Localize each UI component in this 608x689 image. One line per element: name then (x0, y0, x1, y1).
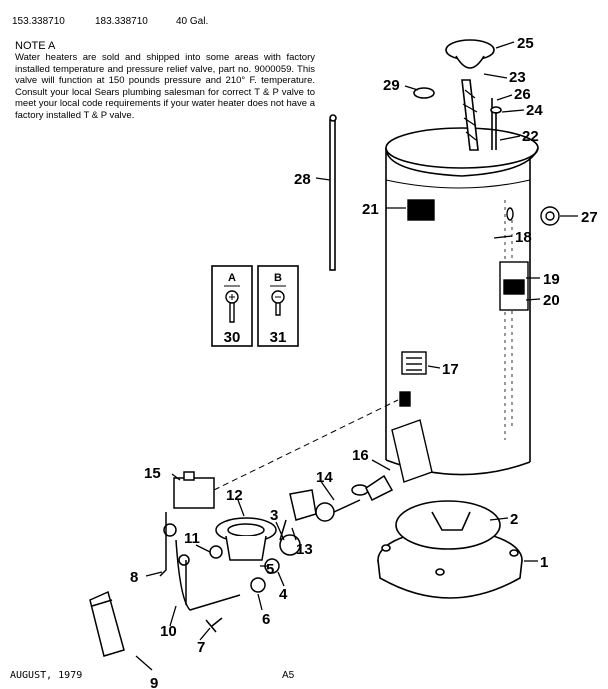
callout-14: 14 (316, 469, 333, 486)
callout-19: 19 (543, 271, 560, 288)
callout-labels: 25 23 29 26 24 22 28 21 27 18 19 20 17 1… (130, 35, 598, 689)
base-pan (377, 529, 523, 599)
callout-27: 27 (581, 209, 598, 226)
callout-28: 28 (294, 171, 311, 188)
callout-1: 1 (540, 554, 548, 571)
tank-body (385, 127, 539, 476)
callout-2: 2 (510, 511, 518, 528)
note-heading: NOTE A (15, 40, 56, 52)
callout-17: 17 (442, 361, 459, 378)
bottom-cover (395, 500, 501, 550)
callout-6: 6 (262, 611, 270, 628)
tank-fittings (391, 199, 560, 483)
callout-22: 22 (522, 128, 539, 145)
parts-box-a: A 30 (211, 265, 253, 347)
callout-5: 5 (266, 561, 274, 578)
callout-24: 24 (526, 102, 543, 119)
box-b-number: 31 (270, 329, 287, 346)
callout-20: 20 (543, 292, 560, 309)
callout-18: 18 (515, 229, 532, 246)
page-code: A5 (282, 670, 295, 681)
callout-15: 15 (144, 465, 161, 482)
callout-7: 7 (197, 639, 205, 656)
callout-3: 3 (270, 507, 278, 524)
box-b-letter: B (274, 272, 282, 284)
callout-12: 12 (226, 487, 243, 504)
box-a-letter: A (228, 272, 236, 284)
callout-9: 9 (150, 675, 158, 689)
callout-8: 8 (130, 569, 138, 586)
callout-23: 23 (509, 69, 526, 86)
callout-4: 4 (279, 586, 288, 603)
footer-date: AUGUST, 1979 (10, 670, 83, 681)
note-body: Water heaters are sold and shipped into … (15, 52, 315, 121)
callout-25: 25 (517, 35, 534, 52)
gas-control-assembly (159, 399, 399, 633)
anode-rod (329, 114, 337, 271)
callout-13: 13 (296, 541, 313, 558)
access-door (89, 590, 125, 657)
callout-26: 26 (514, 86, 531, 103)
tank-capacity: 40 Gal. (176, 16, 209, 27)
parts-box-b: B 31 (257, 265, 299, 347)
leader-arrows (135, 41, 578, 671)
callout-11: 11 (184, 530, 200, 547)
callout-29: 29 (383, 77, 400, 94)
callout-10: 10 (160, 623, 177, 640)
top-parts (413, 39, 502, 151)
callout-16: 16 (352, 447, 369, 464)
model-number-a: 153.338710 (12, 16, 65, 27)
model-number-b: 183.338710 (95, 16, 148, 27)
callout-21: 21 (362, 201, 379, 218)
box-a-number: 30 (224, 329, 241, 346)
